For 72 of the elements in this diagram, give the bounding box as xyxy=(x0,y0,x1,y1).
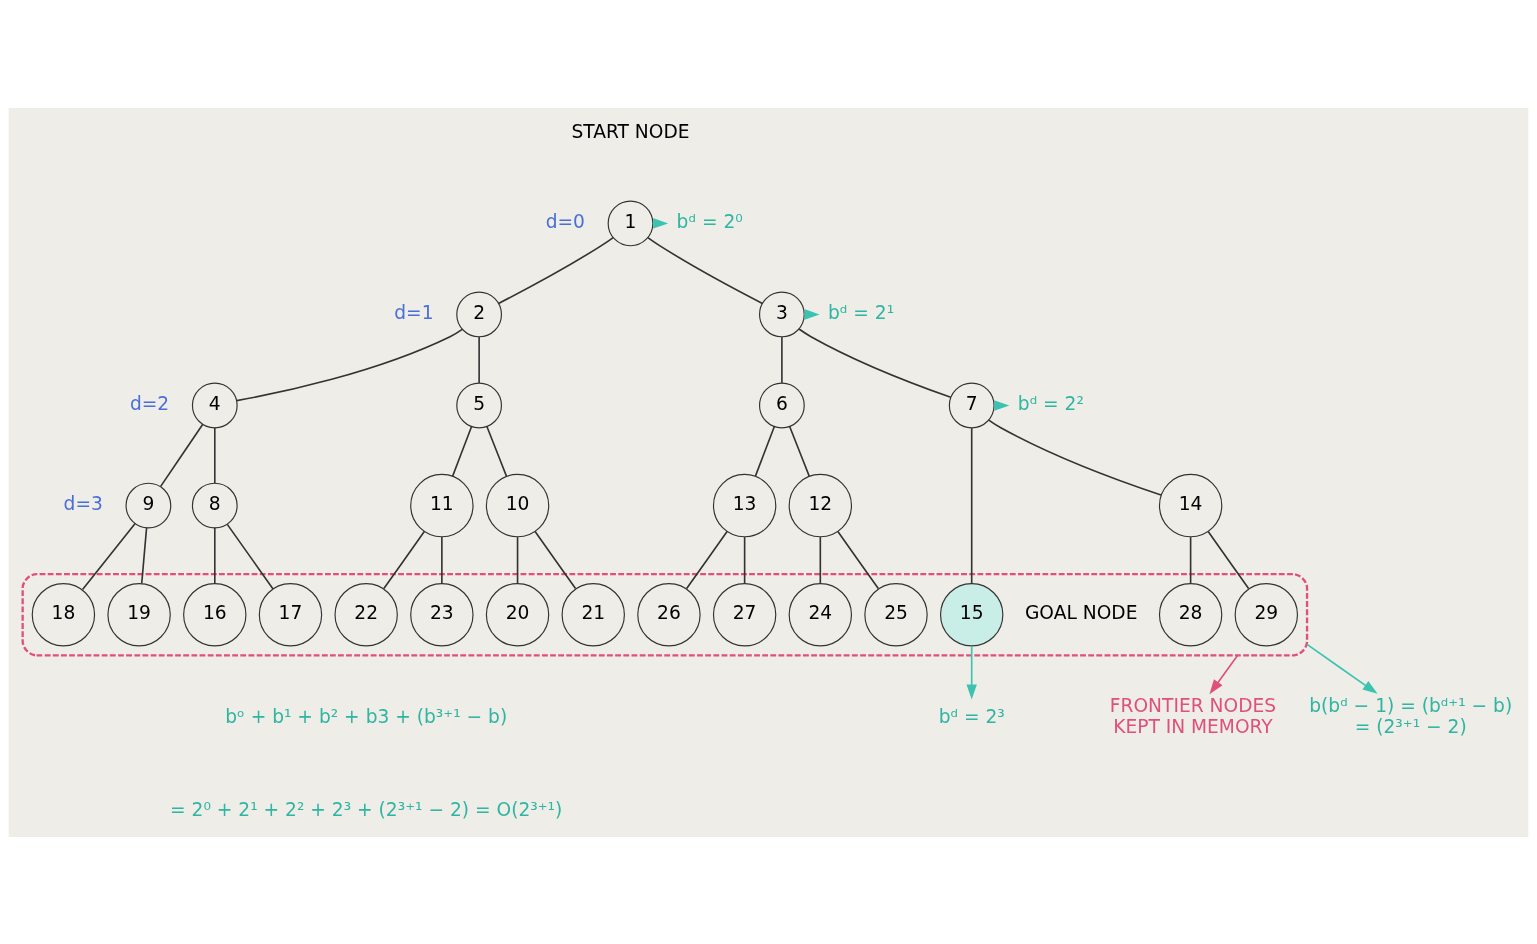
label: d=2 xyxy=(129,392,170,414)
node-circle: 16 xyxy=(183,582,247,646)
node-circle: 28 xyxy=(1158,582,1223,646)
node-circle: 29 xyxy=(1234,582,1299,646)
arrow xyxy=(1209,654,1239,694)
connector xyxy=(451,425,473,477)
node-circle: 11 xyxy=(410,473,474,537)
connector xyxy=(798,327,952,398)
node-circle: 13 xyxy=(712,473,777,537)
connector xyxy=(497,236,614,304)
node-circle: 22 xyxy=(334,582,398,646)
connector xyxy=(534,530,577,589)
label: d=1 xyxy=(394,301,434,323)
connector xyxy=(516,535,519,584)
node-circle: 9 xyxy=(125,482,172,528)
node-text: b(bᵈ − 1) = (bᵈ⁺¹ − b) = (2³⁺¹ − 2) xyxy=(1309,694,1513,737)
connector xyxy=(213,426,216,484)
connector xyxy=(1207,530,1250,589)
connector xyxy=(988,418,1162,496)
node-circle: 12 xyxy=(788,473,853,537)
node-circle: 10 xyxy=(485,473,550,537)
node-text: FRONTIER NODES KEPT IN MEMORY xyxy=(1109,694,1277,737)
node-circle: 8 xyxy=(191,482,238,528)
arrow xyxy=(966,644,977,699)
node-text: bᵈ = 2² xyxy=(1017,392,1084,414)
connector xyxy=(383,530,426,589)
connector xyxy=(226,523,274,590)
label: d=3 xyxy=(63,492,103,514)
node-circle: 5 xyxy=(456,382,503,428)
connector xyxy=(235,328,463,401)
node-text: bᵈ = 2⁰ xyxy=(676,210,743,232)
label: = 2⁰ + 2¹ + 2² + 2³ + (2³⁺¹ − 2) = O(2³⁺¹) xyxy=(170,798,563,820)
connector xyxy=(685,530,728,589)
node-text: bᵈ = 2³ xyxy=(938,705,1005,727)
connector xyxy=(478,335,480,384)
node-circle: 6 xyxy=(758,382,805,428)
connector xyxy=(837,530,880,589)
connector xyxy=(486,425,508,477)
label: d=0 xyxy=(545,210,585,232)
node-circle: 4 xyxy=(191,382,238,428)
node-circle: 24 xyxy=(788,582,853,646)
connector xyxy=(1189,535,1192,584)
connector xyxy=(159,423,204,487)
node-circle: 15 xyxy=(939,582,1004,646)
connector xyxy=(819,535,822,584)
node-circle: 20 xyxy=(485,582,550,646)
label: bᵒ + b¹ + b² + b3 + (b³⁺¹ − b) xyxy=(225,705,508,727)
node-circle: 14 xyxy=(1158,473,1223,537)
connector xyxy=(81,522,136,590)
node-circle: 21 xyxy=(561,582,625,646)
connector xyxy=(788,425,811,477)
node-circle: 18 xyxy=(31,582,96,646)
node-circle: 25 xyxy=(864,582,928,646)
node-circle: 26 xyxy=(637,582,701,646)
connector xyxy=(213,526,216,584)
node-circle: 17 xyxy=(258,582,323,646)
node-circle: 27 xyxy=(712,582,777,646)
arrow xyxy=(1306,643,1378,694)
node-text: bᵈ = 2¹ xyxy=(828,301,895,323)
connector xyxy=(743,535,746,584)
node-circle: 23 xyxy=(410,582,474,646)
node-circle: 19 xyxy=(107,582,171,646)
node-circle: 2 xyxy=(456,291,503,337)
cluster xyxy=(21,572,1309,656)
connector xyxy=(970,426,973,584)
connector xyxy=(140,526,148,584)
node-label: START NODE xyxy=(571,120,690,142)
connector xyxy=(754,425,776,477)
node-label: GOAL NODE xyxy=(1024,601,1138,623)
connector xyxy=(781,335,783,384)
connector xyxy=(647,236,764,304)
connector xyxy=(441,535,443,584)
